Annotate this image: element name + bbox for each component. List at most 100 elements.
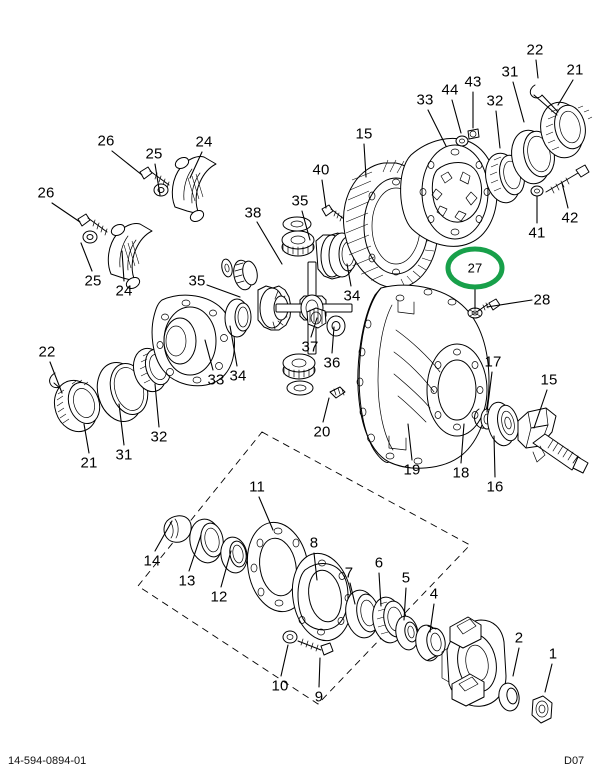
callout-number-37: 37: [301, 338, 319, 356]
callout-number-2: 2: [514, 629, 524, 647]
callout-number-32: 32: [150, 428, 168, 446]
part-cap-washer-lower: [82, 230, 98, 244]
leader-line-31: [118, 403, 125, 446]
callout-number-15: 15: [355, 125, 373, 143]
callout-number-12: 12: [210, 588, 228, 606]
callout-number-42: 42: [561, 209, 579, 227]
leader-line-9: [318, 657, 321, 688]
part-cap-bolt-upper: [139, 166, 170, 189]
callout-number-13: 13: [178, 572, 196, 590]
callout-number-4: 4: [429, 585, 439, 603]
leader-line-35: [301, 210, 311, 241]
part-seal-7: [345, 589, 380, 639]
leader-line-38: [256, 221, 283, 265]
leader-line-22: [535, 59, 539, 79]
part-bearing-cap-left: [107, 223, 153, 290]
leader-line-19: [407, 423, 413, 461]
callout-number-33: 33: [207, 371, 225, 389]
callout-number-10: 10: [271, 677, 289, 695]
part-cotter-pin-right: [529, 84, 559, 116]
part-bearing-cone-right: [485, 152, 525, 204]
callout-number-26: 26: [37, 184, 55, 202]
leader-line-2: [512, 647, 520, 677]
leader-line-33: [204, 339, 214, 371]
leader-line-26: [51, 202, 81, 223]
leader-line-15: [533, 389, 548, 429]
highlight-ellipse-27: [445, 246, 505, 310]
part-adjusting-nut-right: [540, 101, 593, 159]
callout-number-18: 18: [452, 464, 470, 482]
leader-line-18: [460, 423, 465, 464]
leader-line-17: [486, 371, 493, 413]
leader-line-12: [220, 550, 232, 588]
part-spider-pinion-bottom: [282, 353, 316, 396]
leader-line-36: [331, 326, 335, 354]
leader-line-33: [427, 109, 447, 147]
callout-number-40: 40: [312, 161, 330, 179]
callout-number-7: 7: [344, 564, 354, 582]
callout-number-28: 28: [533, 291, 551, 309]
callout-number-31: 31: [501, 63, 519, 81]
leader-line-13: [188, 534, 202, 572]
leader-line-25: [154, 163, 161, 196]
part-carrier-housing: [356, 284, 490, 469]
part-spider-pinion-left: [221, 258, 258, 291]
leader-line-7: [349, 582, 356, 605]
leader-line-24: [189, 151, 203, 179]
leader-line-21: [557, 79, 574, 106]
part-seal-14: [163, 515, 192, 543]
callout-number-26: 26: [97, 132, 115, 150]
leader-line-28: [486, 299, 533, 308]
callout-number-35: 35: [188, 272, 206, 290]
part-thrust-washer-left: [224, 298, 252, 338]
leader-line-10: [280, 644, 289, 677]
leader-line-22: [49, 361, 63, 394]
leader-line-34: [346, 263, 352, 287]
leader-line-40: [321, 179, 327, 209]
part-bolt-28: [477, 298, 501, 312]
callout-number-44: 44: [441, 81, 459, 99]
callout-number-20: 20: [313, 423, 331, 441]
callout-number-8: 8: [309, 534, 319, 552]
callout-number-34: 34: [343, 287, 361, 305]
part-bearing-16: [486, 401, 519, 447]
leader-line-5: [403, 587, 407, 621]
leader-line-34: [229, 325, 238, 367]
callout-leader-lines: [49, 59, 574, 693]
callout-number-24: 24: [195, 133, 213, 151]
part-adjusting-nut-left: [53, 379, 101, 433]
callout-number-9: 9: [314, 688, 324, 706]
leader-line-8: [313, 552, 318, 581]
part-plug-20: [329, 386, 346, 399]
part-bolt-40: [321, 204, 345, 222]
leader-line-20: [322, 397, 330, 423]
leader-line-25: [80, 242, 93, 272]
leader-line-42: [561, 182, 569, 209]
callout-number-22: 22: [38, 343, 56, 361]
leader-line-37: [310, 317, 318, 338]
part-spacer-4: [415, 624, 446, 662]
part-spider-pinion-top: [281, 216, 315, 257]
callout-number-27-highlighted: 27: [467, 260, 483, 276]
part-washer-5: [395, 615, 419, 651]
callout-number-1: 1: [548, 645, 558, 663]
leader-line-11: [258, 496, 274, 531]
part-bearing-cap-right: [171, 156, 217, 223]
leader-line-44: [451, 99, 462, 134]
leader-line-14: [154, 520, 173, 552]
callout-number-33: 33: [416, 91, 434, 109]
part-drive-pinion: [517, 407, 589, 474]
callout-number-14: 14: [143, 552, 161, 570]
part-bolt-9: [297, 638, 334, 656]
leader-line-15: [363, 143, 367, 178]
part-differential-case-half: [151, 294, 239, 387]
leader-line-32: [154, 383, 160, 428]
highlight-ring-27: [445, 246, 505, 290]
callout-number-24: 24: [115, 282, 133, 300]
part-case-cover-right: [400, 137, 498, 247]
callout-number-43: 43: [464, 73, 482, 91]
leader-line-6: [378, 572, 382, 607]
part-bolt-42: [545, 164, 590, 194]
part-seal-13: [189, 518, 224, 564]
